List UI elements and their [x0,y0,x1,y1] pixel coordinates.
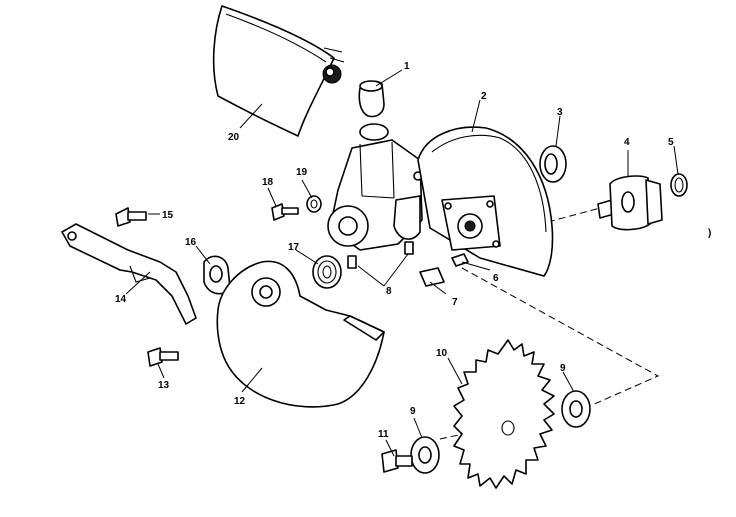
callout-9-outer: 9 [560,363,566,374]
callout-7: 7 [452,297,458,308]
retaining-ring [670,173,688,197]
callout-19: 19 [296,167,308,178]
upper-blade-guard [417,126,554,277]
saw-blade [453,339,555,489]
dust-bag [212,5,345,137]
callout-labels: 1 2 3 4 5 6 7 8 9 9 10 11 12 13 14 15 16… [115,61,711,440]
screw-13 [147,347,179,367]
flange-outer [561,390,591,428]
bearing [539,145,567,183]
callout-20: 20 [228,132,240,143]
callout-18: 18 [262,177,274,188]
callout-16: 16 [185,237,197,248]
callout-11: 11 [378,429,389,440]
callout-10: 10 [436,348,448,359]
callout-1: 1 [404,61,410,72]
blade-bolt [381,449,413,473]
callout-15: 15 [162,210,174,221]
callout-4: 4 [624,137,630,148]
dust-elbow [358,80,385,118]
arm-housing [327,123,423,251]
callout-2: 2 [481,91,487,102]
callout-14: 14 [115,294,127,305]
torsion-spring [312,255,342,289]
callout-8: 8 [386,286,392,297]
guard-lever [61,223,197,325]
callout-6: 6 [493,273,499,284]
callout-17: 17 [288,242,300,253]
callout-3: 3 [557,107,563,118]
bracket-16 [203,255,231,295]
screw-15 [115,207,147,227]
edge-mark: ) [708,228,711,239]
callout-5: 5 [668,137,674,148]
lower-blade-guard [216,260,385,408]
callout-13: 13 [158,380,170,391]
screw-and-washer [271,195,322,221]
flange-inner [410,436,440,474]
callout-9-inner: 9 [410,406,416,417]
callout-12: 12 [234,396,246,407]
leader-lines [125,69,679,457]
spindle-assembly [597,175,663,231]
